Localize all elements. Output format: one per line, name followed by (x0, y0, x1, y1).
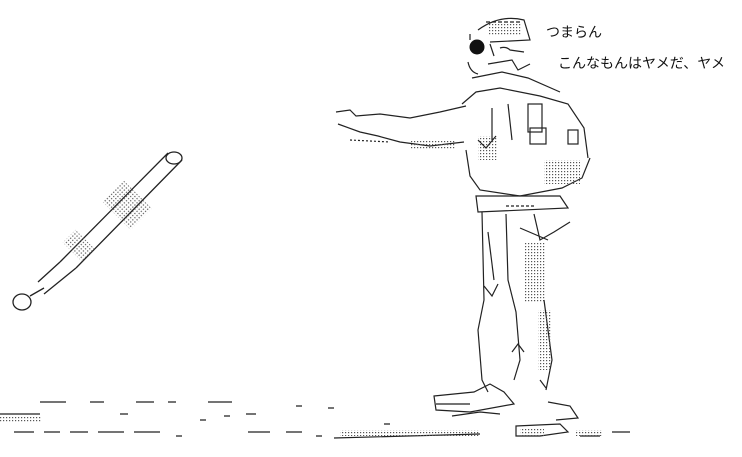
soldier-figure-icon (335, 17, 591, 437)
ground-icon (0, 401, 630, 439)
bat-icon (12, 151, 183, 311)
speech-line-1: つまらん (546, 25, 602, 41)
eye-icon (469, 39, 485, 55)
speech-line-2: こんなもんはヤメだ、ヤメ (558, 56, 726, 72)
